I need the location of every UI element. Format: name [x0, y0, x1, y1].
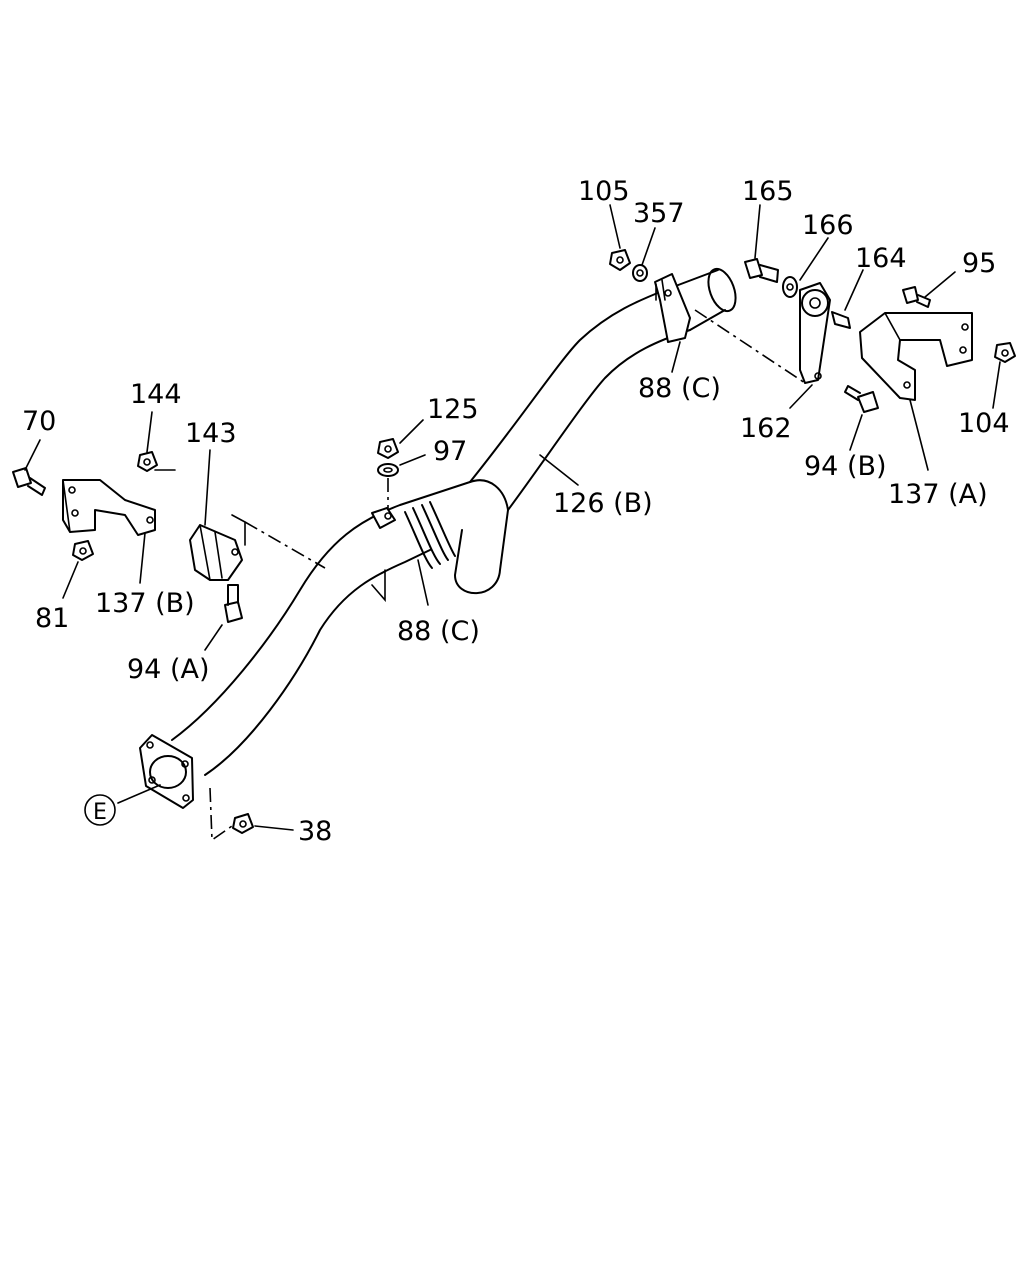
hanger-bracket-137a [859, 312, 973, 401]
callout-143: 143 [185, 418, 237, 449]
callout-144: 144 [130, 379, 182, 410]
callout-165: 165 [742, 176, 794, 207]
hanger-bracket-162 [799, 282, 831, 384]
callout-labels: 105 357 165 166 164 95 104 162 94 (B) 13… [22, 176, 1010, 847]
exhaust-pipe [171, 267, 737, 776]
hanger-bracket-137b [62, 479, 156, 536]
bolt-94a [224, 584, 243, 623]
callout-164: 164 [855, 243, 907, 274]
callout-94b: 94 (B) [804, 451, 887, 482]
washer-357 [632, 264, 648, 282]
callout-137a: 137 (A) [888, 479, 988, 510]
bushing-164 [831, 311, 851, 329]
callout-88c-mid: 88 (C) [397, 616, 480, 647]
pipe-joint-band [404, 501, 456, 569]
leader-lines [24, 204, 1001, 831]
callout-e-circle [84, 794, 116, 826]
nut-125 [377, 438, 399, 459]
callout-94a: 94 (A) [127, 654, 209, 685]
callout-357: 357 [633, 198, 685, 229]
washer-97 [377, 463, 399, 477]
callout-88c-top: 88 (C) [638, 373, 721, 404]
callout-38: 38 [298, 816, 332, 847]
callout-166: 166 [802, 210, 854, 241]
callout-104: 104 [958, 408, 1010, 439]
bolt-165 [744, 258, 779, 283]
callout-162: 162 [740, 413, 792, 444]
callout-70: 70 [22, 406, 56, 437]
callout-137b: 137 (B) [95, 588, 195, 619]
alignment-lines [209, 309, 806, 842]
callout-81: 81 [35, 603, 69, 634]
washer-166 [782, 276, 798, 298]
callout-126b: 126 (B) [553, 488, 653, 519]
callout-95: 95 [962, 248, 996, 279]
callout-105: 105 [578, 176, 630, 207]
pipe-flange [139, 734, 194, 809]
callout-125: 125 [427, 394, 479, 425]
bolt-94b [844, 385, 879, 413]
pipe-clamp-top [654, 273, 691, 343]
bolt-70 [12, 467, 46, 496]
isolator-143 [189, 514, 246, 581]
nut-38 [232, 813, 254, 834]
callout-97: 97 [433, 436, 467, 467]
bolt-95 [902, 286, 931, 308]
nut-81 [72, 540, 94, 561]
nut-144 [137, 451, 176, 472]
pipe-clamp-mid [371, 507, 396, 603]
callout-e: E [93, 800, 107, 825]
nut-104 [994, 342, 1016, 363]
nut-105 [609, 249, 631, 271]
